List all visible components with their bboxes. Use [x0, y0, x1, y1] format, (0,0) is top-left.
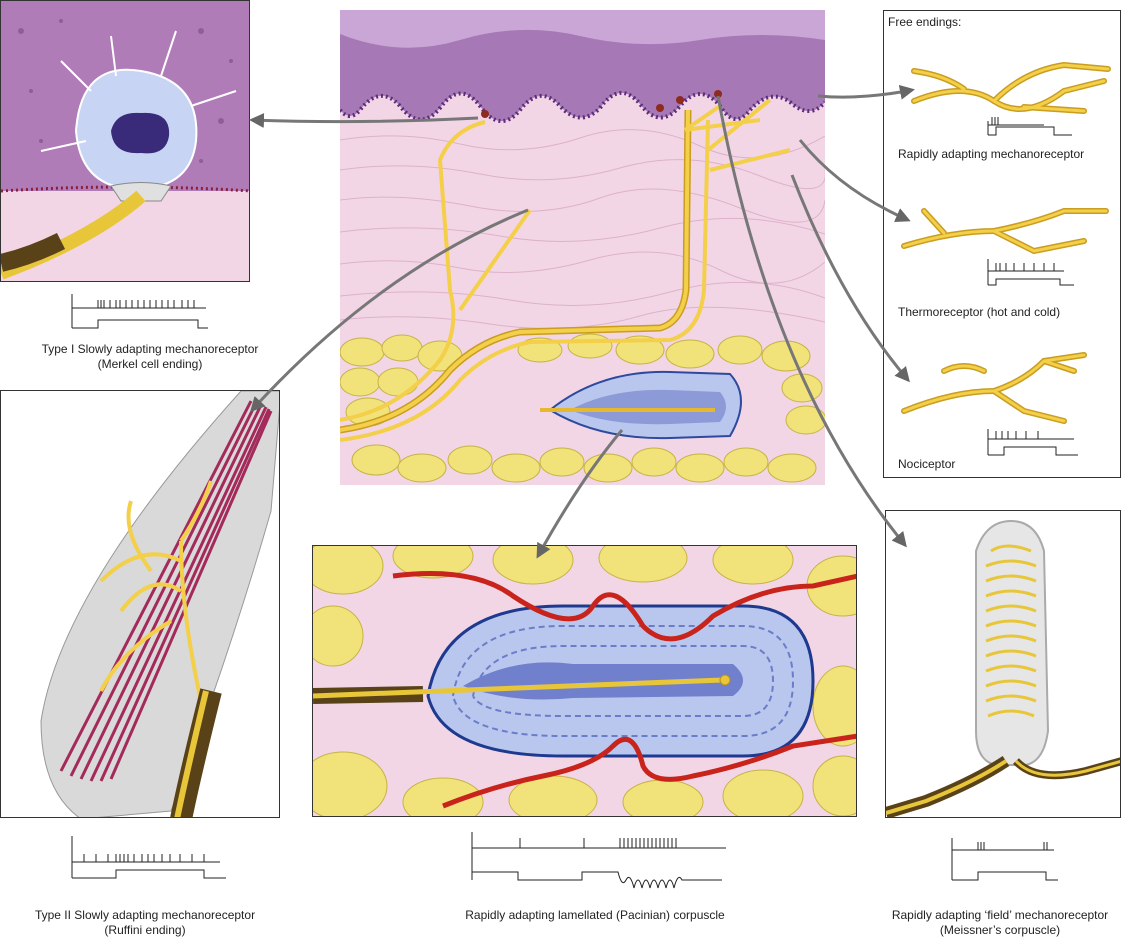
- free-thermo-label: Thermoreceptor (hot and cold): [898, 305, 1061, 319]
- pacinian-spike-trace: [471, 832, 726, 889]
- merkel-caption: Type I Slowly adapting mechanoreceptor (…: [0, 342, 300, 372]
- meissner-caption-line1: Rapidly adapting ‘field’ mechanoreceptor: [891, 908, 1109, 922]
- ruffini-caption: Type II Slowly adapting mechanoreceptor …: [0, 908, 290, 938]
- pacinian-corpuscle-panel: [312, 545, 857, 817]
- free-endings-panel: Free endings: Rapidly adapting mechanore…: [883, 10, 1121, 478]
- ruffini-ending-panel: [0, 390, 280, 818]
- merkel-cell-panel: [0, 0, 250, 282]
- ruffini-spike-trace: [71, 836, 226, 879]
- merkel-spike-trace: [71, 294, 208, 329]
- meissner-corpuscle-panel: [885, 510, 1121, 818]
- free-noci-label: Nociceptor: [898, 457, 956, 471]
- free-endings-title: Free endings:: [888, 15, 962, 29]
- merkel-caption-line1: Type I Slowly adapting mechanoreceptor: [41, 342, 259, 356]
- pacinian-caption-line1: Rapidly adapting lamellated (Pacinian) c…: [465, 908, 725, 922]
- merkel-caption-line2: (Merkel cell ending): [97, 357, 203, 371]
- meissner-caption: Rapidly adapting ‘field’ mechanoreceptor…: [880, 908, 1120, 938]
- meissner-caption-line2: (Meissner’s corpuscle): [939, 923, 1061, 937]
- free-rapid-label: Rapidly adapting mechanoreceptor: [898, 147, 1085, 161]
- ruffini-caption-line2: (Ruffini ending): [104, 923, 186, 937]
- ruffini-caption-line1: Type II Slowly adapting mechanoreceptor: [34, 908, 256, 922]
- skin-cross-section: [340, 10, 825, 485]
- meissner-spike-trace: [951, 838, 1058, 881]
- pacinian-caption: Rapidly adapting lamellated (Pacinian) c…: [430, 908, 760, 923]
